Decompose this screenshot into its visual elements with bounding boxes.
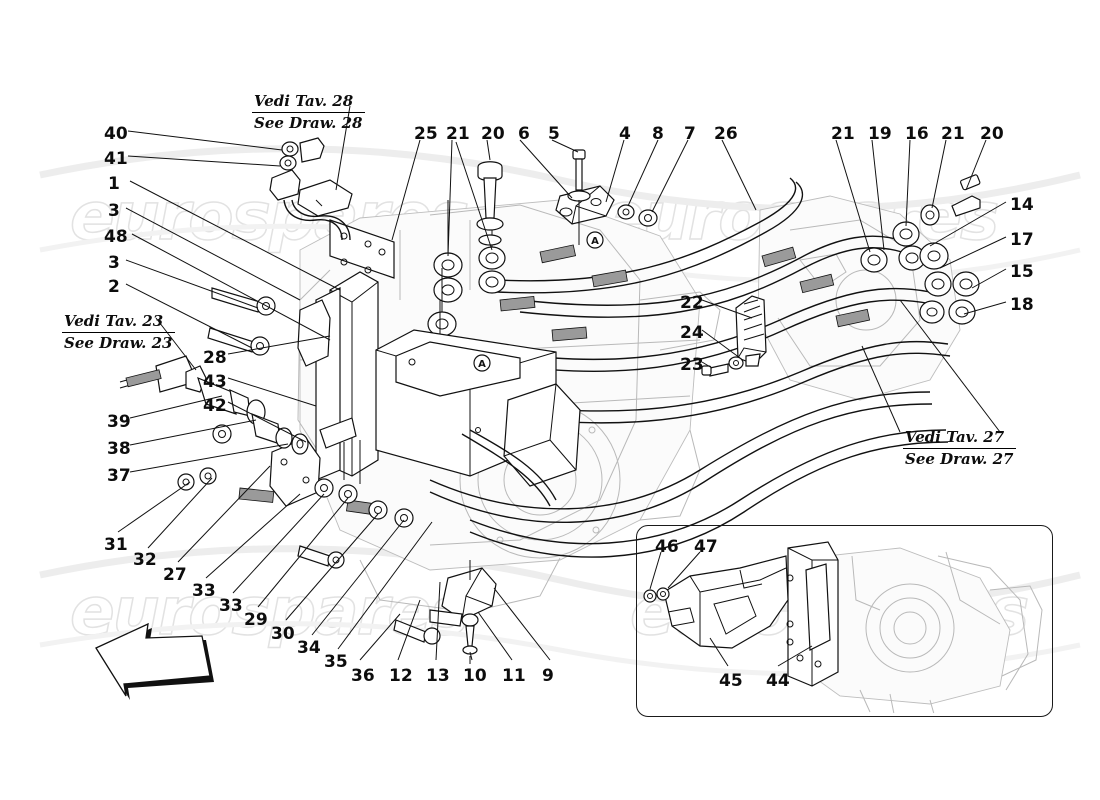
part-number-29: 29 <box>244 610 268 630</box>
part-number-33: 33 <box>219 596 243 616</box>
part-number-13: 13 <box>426 666 450 686</box>
part-number-25: 25 <box>414 124 438 144</box>
part-number-41: 41 <box>104 149 128 169</box>
part-number-20: 20 <box>980 124 1004 144</box>
part-number-37: 37 <box>107 466 131 486</box>
part-number-10: 10 <box>463 666 487 686</box>
part-number-4: 4 <box>619 124 631 144</box>
part-number-5: 5 <box>548 124 560 144</box>
part-number-15: 15 <box>1010 262 1034 282</box>
hydraulic-valve-block <box>269 219 581 507</box>
part-number-46: 46 <box>655 537 679 557</box>
callout-line-it: Vedi Tav. 27 <box>903 428 1016 450</box>
part-number-47: 47 <box>694 537 718 557</box>
part-number-8: 8 <box>652 124 664 144</box>
part-number-21: 21 <box>446 124 470 144</box>
svg-text:A: A <box>478 359 486 370</box>
part-number-40: 40 <box>104 124 128 144</box>
part-number-6: 6 <box>518 124 530 144</box>
part-number-26: 26 <box>714 124 738 144</box>
part-number-35: 35 <box>324 652 348 672</box>
part-number-19: 19 <box>868 124 892 144</box>
part-number-1: 1 <box>108 174 120 194</box>
callout-line-it: Vedi Tav. 28 <box>252 92 365 114</box>
part-number-39: 39 <box>107 412 131 432</box>
part-number-17: 17 <box>1010 230 1034 250</box>
part-number-44: 44 <box>766 671 790 691</box>
callout-line-en: See Draw. 28 <box>254 114 363 133</box>
part-number-48: 48 <box>104 227 128 247</box>
part-number-43: 43 <box>203 372 227 392</box>
part-number-30: 30 <box>271 624 295 644</box>
part-number-27: 27 <box>163 565 187 585</box>
part-number-32: 32 <box>133 550 157 570</box>
part-number-20: 20 <box>481 124 505 144</box>
part-number-3: 3 <box>108 253 120 273</box>
part-number-2: 2 <box>108 277 120 297</box>
part-number-23: 23 <box>680 355 704 375</box>
detail-inset-panel <box>636 525 1053 717</box>
section-marker-a-mid: A <box>473 354 491 372</box>
part-number-36: 36 <box>351 666 375 686</box>
callout-line-en: See Draw. 23 <box>64 334 173 353</box>
part-number-33: 33 <box>192 581 216 601</box>
part-number-7: 7 <box>684 124 696 144</box>
callout-line-it: Vedi Tav. 23 <box>62 312 175 334</box>
callout-line-en: See Draw. 27 <box>905 450 1014 469</box>
part-number-28: 28 <box>203 348 227 368</box>
part-number-21: 21 <box>831 124 855 144</box>
part-number-31: 31 <box>104 535 128 555</box>
svg-text:A: A <box>591 236 599 247</box>
part-number-9: 9 <box>542 666 554 686</box>
part-number-45: 45 <box>719 671 743 691</box>
watermark-text: eurospares <box>599 177 1000 256</box>
part-number-3: 3 <box>108 201 120 221</box>
part-number-22: 22 <box>680 293 704 313</box>
watermark-text: eurospares <box>69 572 470 651</box>
part-number-21: 21 <box>941 124 965 144</box>
watermark-text: eurospares <box>69 177 470 256</box>
part-number-42: 42 <box>203 396 227 416</box>
part-number-14: 14 <box>1010 195 1034 215</box>
part-number-18: 18 <box>1010 295 1034 315</box>
part-number-24: 24 <box>680 323 704 343</box>
part-number-16: 16 <box>905 124 929 144</box>
part-number-11: 11 <box>502 666 526 686</box>
part-number-38: 38 <box>107 439 131 459</box>
part-number-34: 34 <box>297 638 321 658</box>
part-number-12: 12 <box>389 666 413 686</box>
accumulator-assembly <box>701 295 767 377</box>
